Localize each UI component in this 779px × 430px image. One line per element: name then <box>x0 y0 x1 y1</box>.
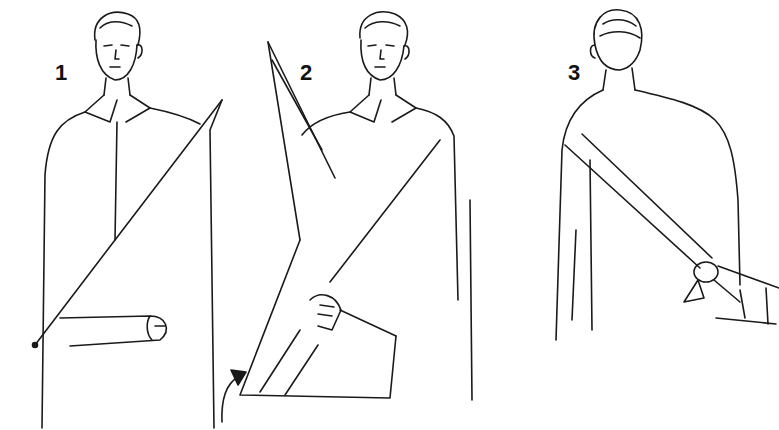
figure-step-one <box>33 12 247 428</box>
step-number: 2 <box>300 62 312 84</box>
figure-step-two <box>240 12 472 400</box>
figure-step-three <box>556 10 779 340</box>
step-number: 3 <box>568 62 580 84</box>
step-number: 1 <box>55 62 67 84</box>
